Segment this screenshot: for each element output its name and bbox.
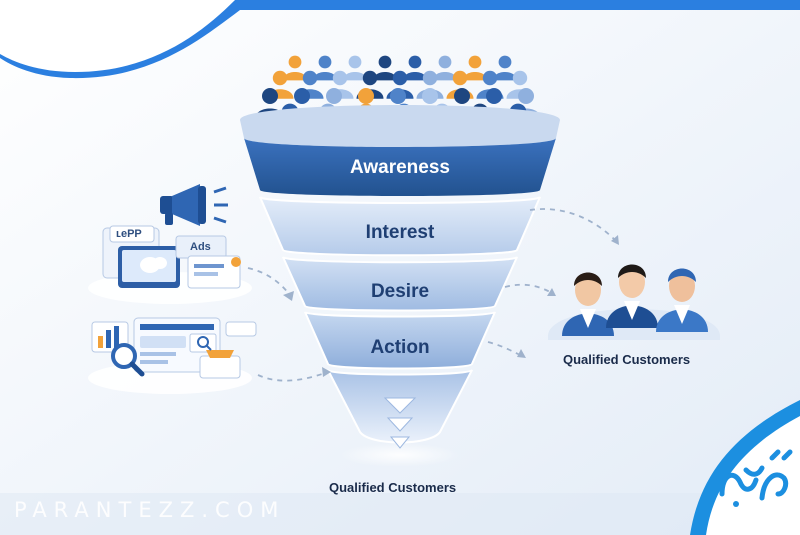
crowd-person-icon	[373, 55, 397, 81]
analytics-dashboard-icon	[91, 317, 257, 379]
funnel-rim	[240, 105, 560, 147]
crowd-person-icon	[313, 55, 337, 81]
flow-arrows	[247, 208, 616, 382]
customers-people-icon	[562, 264, 708, 336]
crowd-person-icon	[403, 55, 427, 81]
funnel-band-interest	[259, 196, 541, 257]
stage-label-awareness: Awareness	[350, 157, 450, 178]
down-arrow-icon	[389, 436, 411, 449]
crowd-person-icon	[493, 55, 517, 81]
stage-label-interest: Interest	[365, 222, 435, 243]
customers-caption: Qualified Customers	[563, 352, 691, 367]
crowd-person-icon	[433, 55, 457, 81]
funnel-band-awareness	[244, 138, 556, 196]
customer-woman-icon	[562, 272, 614, 336]
funnel-bottom-caption: Qualified Customers	[329, 480, 457, 495]
megaphone-icon	[160, 184, 228, 226]
down-arrow-icon	[383, 397, 417, 414]
bottom-strip	[0, 493, 800, 535]
search-magnifier-icon	[197, 336, 212, 351]
funnel-glow	[340, 443, 460, 467]
down-arrow-icon	[386, 417, 414, 432]
customer-man-icon	[606, 264, 658, 328]
app-card-label: ʟePP	[116, 228, 142, 240]
magnifier-icon	[111, 343, 145, 377]
stage-label-desire: Desire	[370, 281, 430, 302]
customer-support-agent-icon	[656, 268, 708, 332]
funnel-band-desire	[282, 256, 518, 312]
watermark-text: PARANTEZZ.COM	[14, 498, 286, 522]
ads-label: Ads	[190, 241, 211, 253]
top-left-curve	[0, 0, 235, 72]
crowd-person-icon	[283, 55, 307, 81]
marketing-illustration	[88, 184, 257, 394]
funnel-band-action	[304, 311, 496, 370]
brand-logo	[690, 400, 800, 535]
crowd-person-icon	[343, 55, 367, 81]
web-app-window-icon	[102, 225, 241, 289]
crowd-person-icon	[463, 55, 487, 81]
arrowhead-icons	[283, 235, 619, 377]
stage-label-action: Action	[370, 337, 430, 358]
